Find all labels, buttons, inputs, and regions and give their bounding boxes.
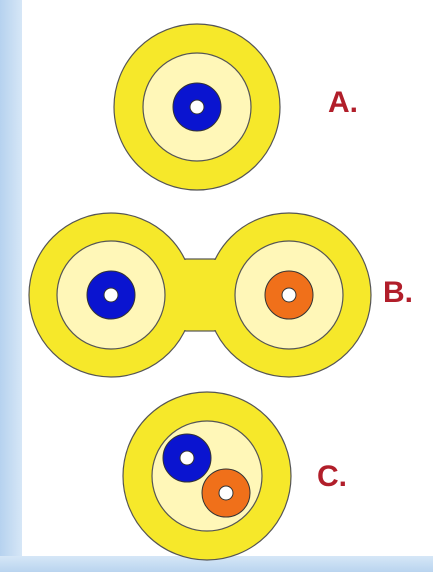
cable-b-fiber-blue-core	[103, 287, 119, 303]
cable-c-fiber-blue-core	[179, 450, 195, 466]
cable-b-fiber-orange-core	[281, 287, 297, 303]
background-bottom-strip	[0, 556, 433, 572]
cable-b-bridge-cover	[180, 260, 219, 330]
cable-b	[28, 212, 372, 378]
label-a: A.	[328, 86, 358, 119]
cable-c-buffer	[151, 420, 263, 532]
label-b: B.	[383, 276, 413, 309]
cable-a-fiber-core	[189, 99, 205, 115]
label-c: C.	[317, 460, 347, 493]
cable-c-fiber-orange-core	[218, 485, 234, 501]
cable-a	[113, 23, 281, 191]
background-left-strip	[0, 0, 22, 572]
cable-c	[122, 391, 292, 561]
